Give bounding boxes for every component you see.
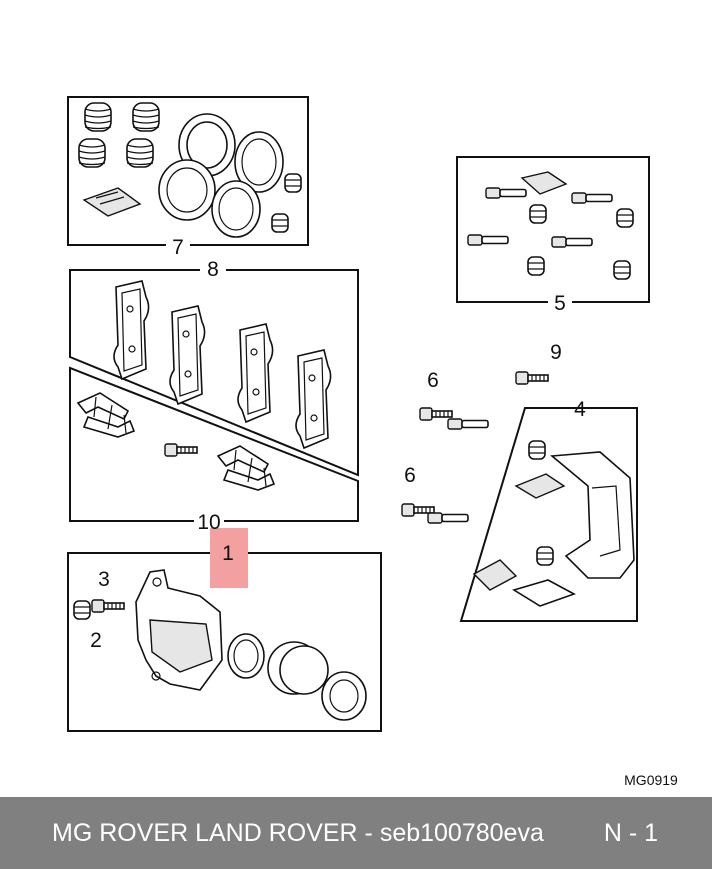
footer-bar: MG ROVER LAND ROVER - seb100780eva N - 1: [0, 797, 712, 869]
parts-diagram: 7 5 8 10 9 6 4 6 1 3 2 MG0919: [67, 96, 678, 788]
guide-pin-lower: [427, 512, 469, 524]
footer-page-number: N - 1: [603, 818, 658, 847]
callout-10: 10: [197, 511, 220, 534]
callout-highlight: [210, 528, 248, 588]
callout-1: 1: [222, 542, 234, 565]
callout-6-lower: 6: [404, 464, 416, 487]
box-caliper-assembly: [67, 552, 382, 732]
box-caliper-carrier: [459, 407, 638, 622]
carrier-bolt: [515, 371, 549, 385]
callout-3: 3: [98, 568, 110, 591]
footer-brand-text: MG ROVER LAND ROVER - seb100780eva: [52, 818, 544, 847]
callout-2: 2: [90, 629, 102, 652]
callout-7: 7: [172, 236, 184, 259]
callout-9: 9: [550, 341, 562, 364]
callout-5: 5: [554, 292, 566, 315]
callout-6-upper: 6: [427, 369, 439, 392]
callout-4: 4: [574, 398, 586, 421]
callout-8: 8: [207, 258, 219, 281]
guide-pin-upper: [447, 418, 489, 430]
guide-bolt-upper: [419, 407, 453, 421]
box-pad-clips: [69, 366, 359, 522]
diagram-reference-code: MG0919: [624, 772, 678, 788]
box-seal-kit: [67, 96, 309, 246]
box-brake-pads: [69, 269, 359, 477]
box-guide-pin-kit: [456, 156, 650, 303]
